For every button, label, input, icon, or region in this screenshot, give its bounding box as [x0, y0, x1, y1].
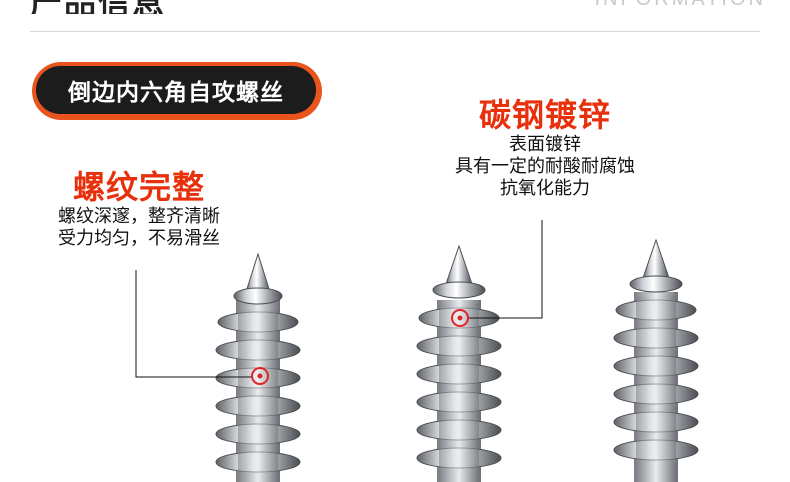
header-divider	[30, 31, 760, 32]
callout-coating: 碳钢镀锌 表面镀锌 具有一定的耐酸耐腐蚀 抗氧化能力	[420, 96, 670, 200]
callout-thread-line-2: 受力均匀，不易滑丝	[58, 228, 220, 249]
callout-thread-line-1: 螺纹深邃，整齐清晰	[58, 206, 220, 227]
product-name-badge: 倒边内六角自攻螺丝	[32, 62, 322, 120]
header-title: 产品信息	[30, 0, 166, 14]
self-tapping-screw-right	[613, 238, 699, 482]
callout-thread-title: 螺纹完整	[72, 168, 205, 206]
header-strip: 产品信息 INFORMATION	[0, 0, 790, 14]
self-tapping-screw-left	[215, 252, 301, 482]
badge-inner: 倒边内六角自攻螺丝	[36, 66, 316, 114]
badge-label: 倒边内六角自攻螺丝	[68, 80, 284, 106]
callout-coating-line-3: 抗氧化能力	[500, 178, 590, 199]
self-tapping-screw-middle	[416, 244, 502, 482]
header-subtitle: INFORMATION	[594, 0, 766, 11]
marker-coating	[451, 309, 469, 327]
leader-line-thread	[135, 270, 252, 378]
leader-line-coating	[468, 220, 543, 319]
callout-coating-title: 碳钢镀锌	[478, 96, 611, 134]
callout-coating-line-1: 表面镀锌	[509, 134, 581, 155]
callout-thread: 螺纹完整 螺纹深邃，整齐清晰 受力均匀，不易滑丝	[28, 168, 250, 250]
callout-coating-line-2: 具有一定的耐酸耐腐蚀	[455, 156, 635, 177]
marker-thread	[251, 367, 269, 385]
